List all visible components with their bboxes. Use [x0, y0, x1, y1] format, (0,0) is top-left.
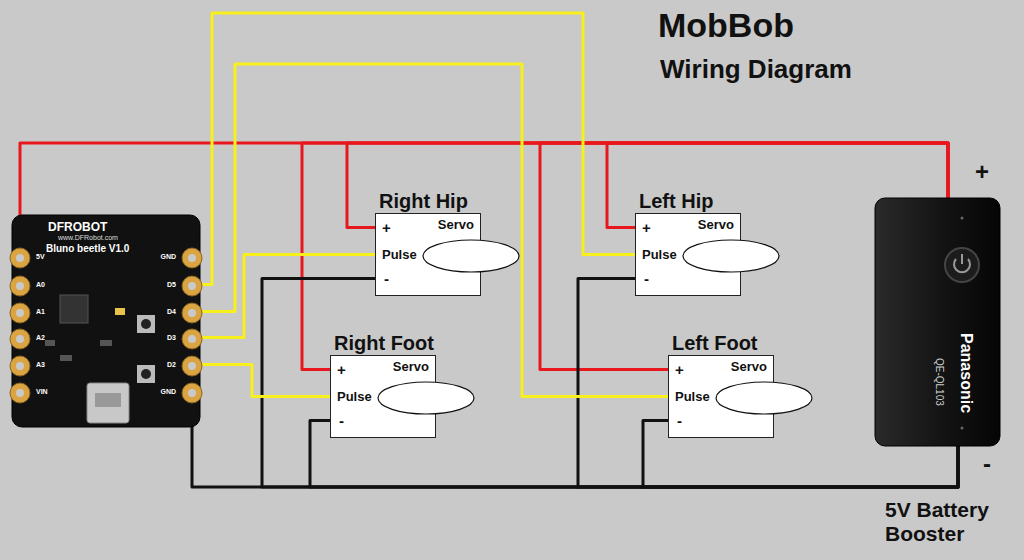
pin-hole — [188, 389, 196, 397]
servo-horn — [715, 381, 815, 417]
servo-box: Left FootServo+Pulse- — [668, 355, 774, 438]
wire — [200, 64, 668, 397]
pin-label: + — [382, 219, 391, 236]
pin-label: + — [675, 361, 684, 378]
pin-pad — [10, 356, 30, 376]
pin-hole — [188, 362, 196, 370]
wire — [192, 402, 958, 488]
servo-label: Servo — [731, 359, 767, 374]
pin-label: + — [337, 361, 346, 378]
battery-illustration — [875, 198, 1000, 446]
pin-pad — [182, 383, 202, 403]
pin-pad — [10, 383, 30, 403]
pin-label: D5 — [167, 281, 176, 288]
pin-hole — [16, 282, 24, 290]
pin-label: D3 — [167, 334, 176, 341]
servo-heading: Right Hip — [379, 190, 468, 213]
brand-name: Panasonic — [957, 333, 975, 413]
board-name: Bluno beetle V1.0 — [46, 243, 129, 254]
pin-pad — [182, 356, 202, 376]
button — [137, 315, 155, 333]
wire — [200, 255, 375, 338]
pin-hole — [188, 254, 196, 262]
servo-heading: Left Foot — [672, 332, 758, 355]
terminal-label: - — [983, 450, 991, 478]
diagram-subtitle: Wiring Diagram — [660, 54, 852, 85]
microcontroller-board: DFROBOTwww.DFRobot.comBluno beetle V1.05… — [12, 215, 200, 427]
model-number: QE-QL103 — [934, 358, 945, 406]
pin-label: Pulse — [642, 247, 677, 262]
wire — [302, 143, 948, 370]
servo-horn — [377, 381, 477, 417]
servo-label: Servo — [393, 359, 429, 374]
pin-label: - — [677, 412, 682, 429]
pin-pad — [10, 276, 30, 296]
brand-logo: DFROBOT — [48, 220, 107, 234]
pin-pad — [182, 248, 202, 268]
pin-label: A0 — [36, 281, 45, 288]
button — [137, 365, 155, 383]
diagram-title: MobBob — [658, 6, 794, 45]
pin-pad — [10, 329, 30, 349]
pin-hole — [188, 309, 196, 317]
board-illustration — [10, 215, 202, 427]
pin-label: Pulse — [675, 389, 710, 404]
pin-label: GND — [160, 388, 176, 395]
servo-label: Servo — [438, 217, 474, 232]
pin-pad — [182, 329, 202, 349]
usb-port — [87, 383, 129, 423]
pin-hole — [16, 309, 24, 317]
pin-label: D4 — [167, 308, 176, 315]
terminal-label: + — [975, 158, 989, 186]
pin-pad — [10, 303, 30, 323]
servo-horn — [422, 239, 522, 275]
pin-hole — [16, 362, 24, 370]
pin-label: VIN — [36, 388, 48, 395]
pin-hole — [188, 282, 196, 290]
pin-label: Pulse — [382, 247, 417, 262]
pin-label: A2 — [36, 334, 45, 341]
servo-box: Right FootServo+Pulse- — [330, 355, 436, 438]
pin-label: - — [384, 270, 389, 287]
device-caption: 5V Battery Booster — [885, 498, 1020, 546]
power-button — [945, 248, 979, 282]
wire — [200, 365, 330, 397]
pin-pad — [182, 276, 202, 296]
pin-label: 5V — [36, 253, 45, 260]
chip — [60, 295, 88, 323]
servo-label: Servo — [698, 217, 734, 232]
battery-booster: PanasonicQE-QL103+-5V Battery Booster — [875, 198, 1000, 446]
servo-box: Right HipServo+Pulse- — [375, 213, 481, 296]
servo-heading: Right Foot — [334, 332, 434, 355]
pin-pad — [10, 248, 30, 268]
wire — [262, 279, 958, 488]
pin-hole — [16, 254, 24, 262]
pin-label: Pulse — [337, 389, 372, 404]
pin-label: - — [339, 412, 344, 429]
servo-box: Left HipServo+Pulse- — [635, 213, 741, 296]
component — [115, 308, 125, 315]
pin-label: - — [644, 270, 649, 287]
servo-horn — [682, 239, 782, 275]
web-address: www.DFRobot.com — [58, 234, 118, 241]
pin-label: GND — [160, 253, 176, 260]
pin-label: A1 — [36, 308, 45, 315]
pin-hole — [16, 335, 24, 343]
pin-pads — [10, 248, 202, 403]
pin-label: A3 — [36, 361, 45, 368]
pin-pad — [182, 303, 202, 323]
pin-label: D2 — [167, 361, 176, 368]
pin-hole — [188, 335, 196, 343]
pin-label: + — [642, 219, 651, 236]
servo-heading: Left Hip — [639, 190, 713, 213]
pin-hole — [16, 389, 24, 397]
